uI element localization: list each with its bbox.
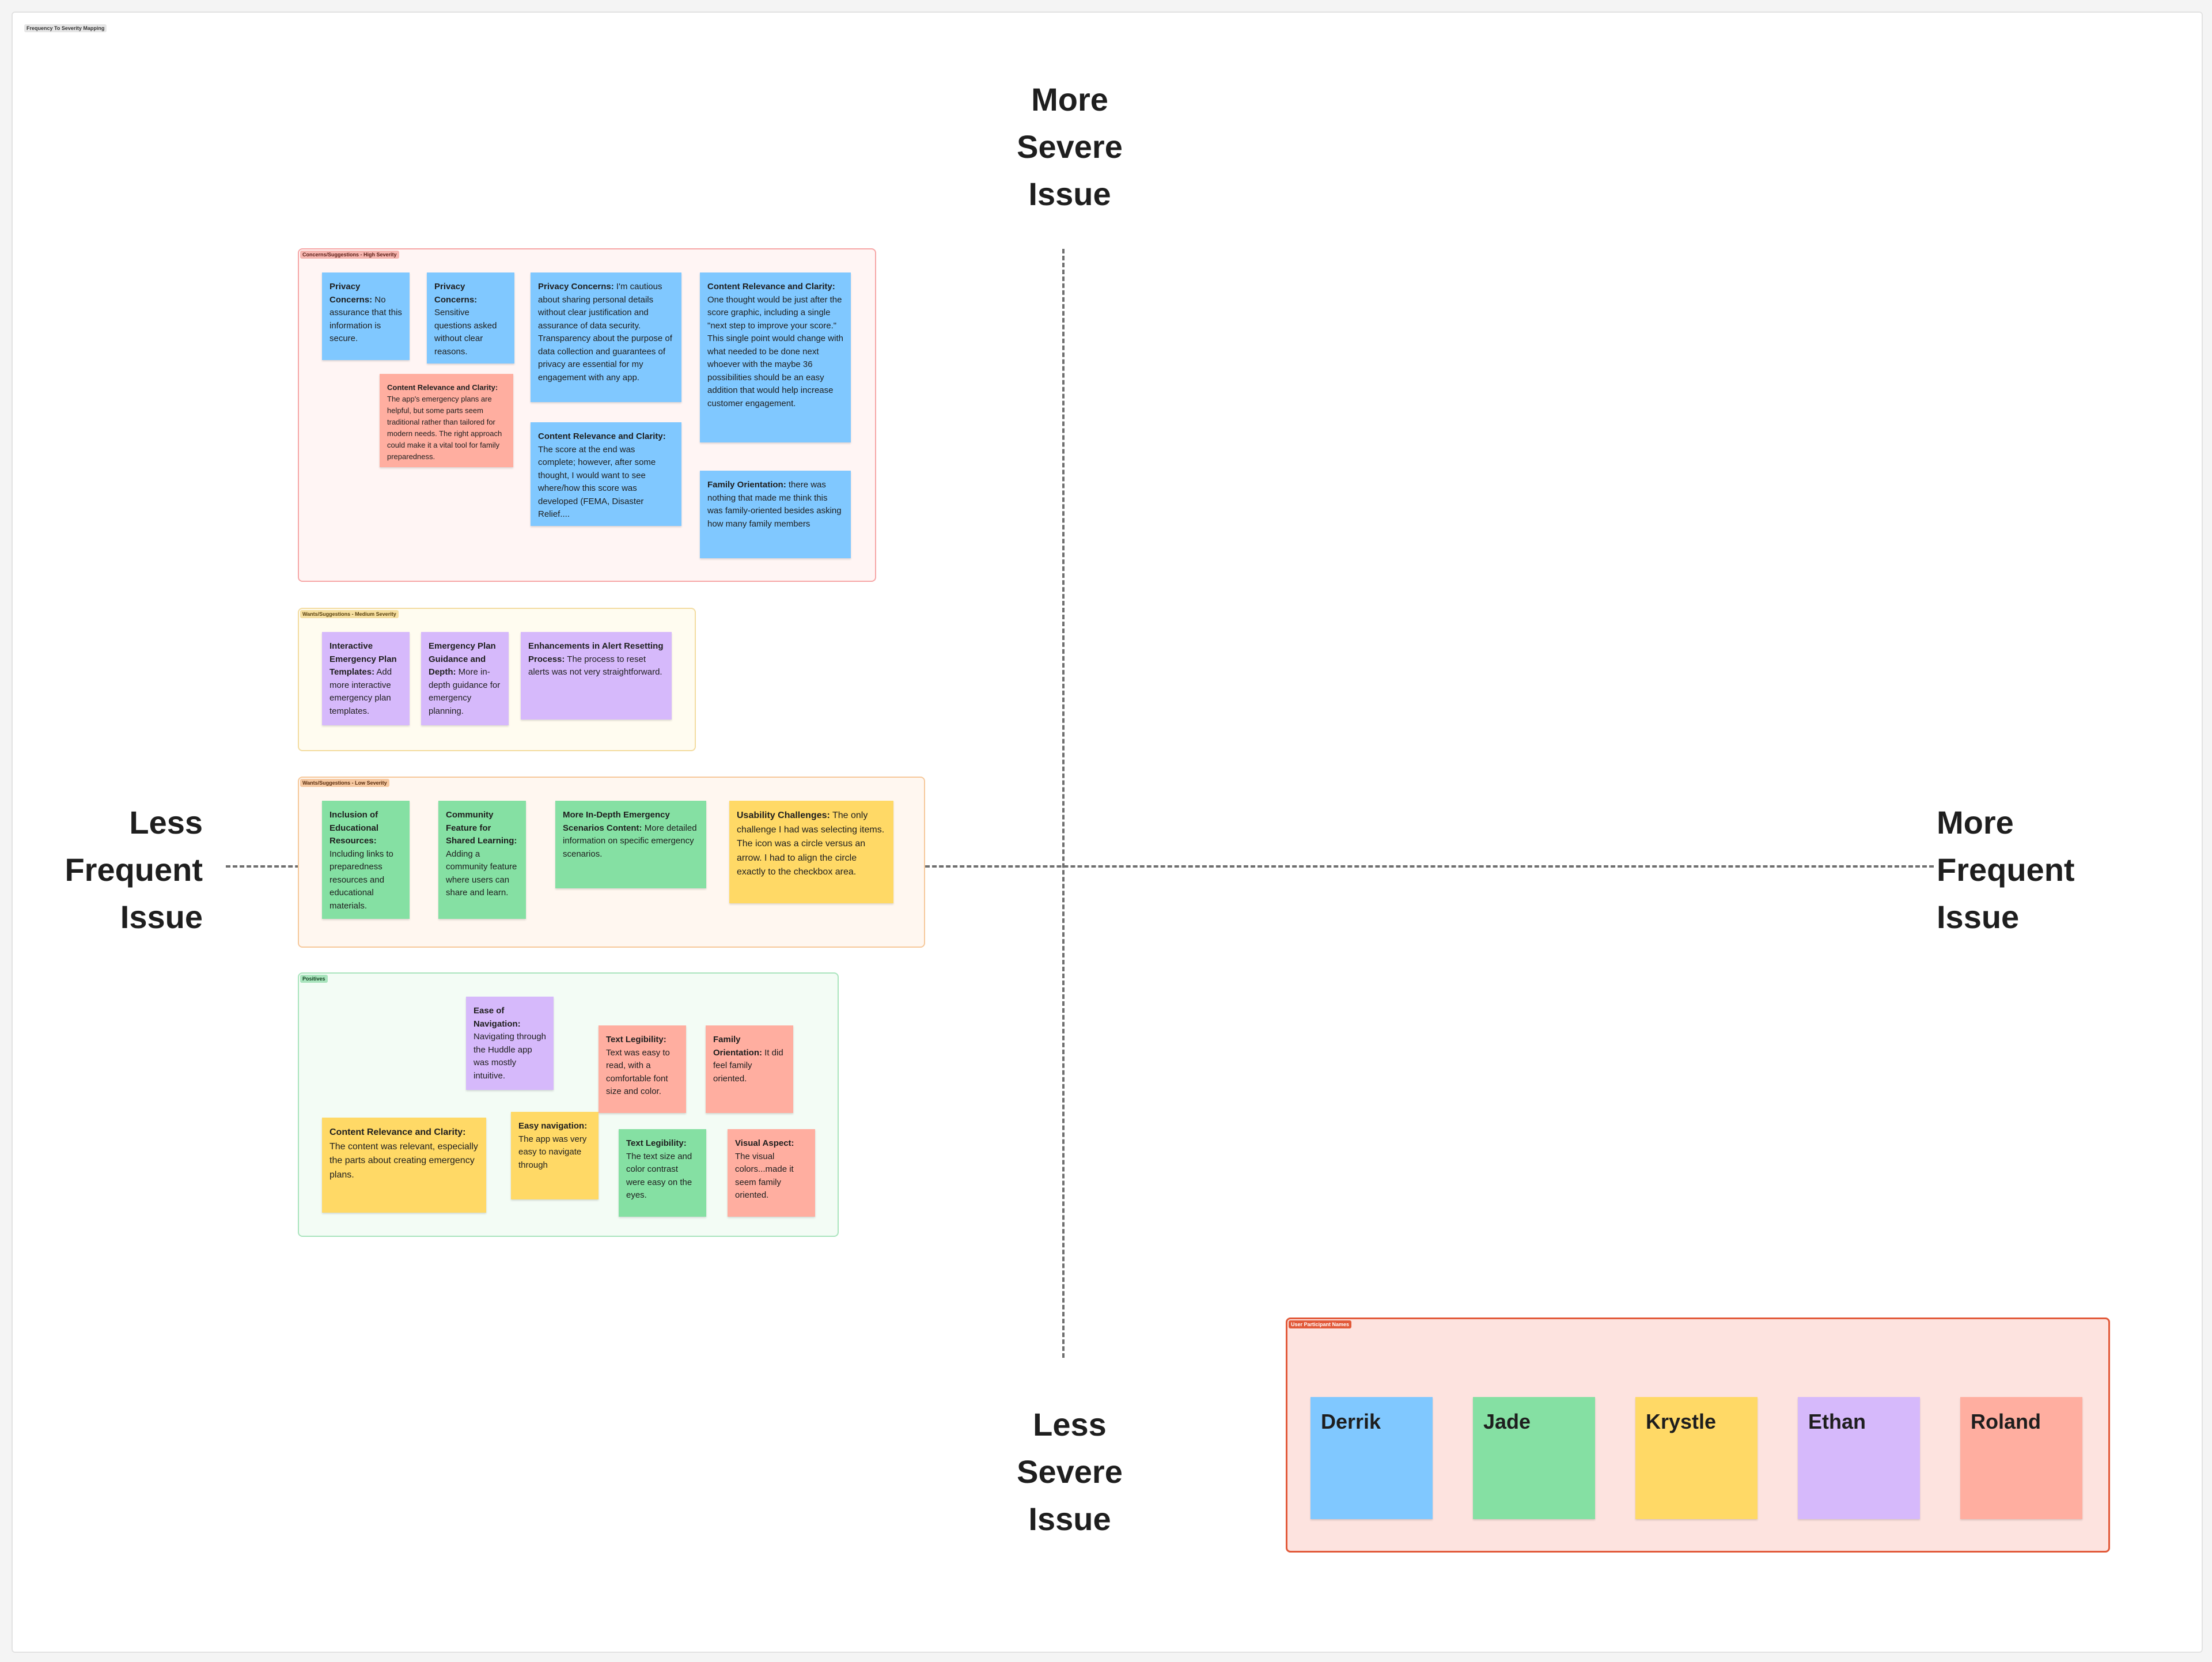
participants-frame[interactable]: User Participant Names Derrik Jade Kryst…	[1286, 1318, 2110, 1553]
note-title: Interactive Emergency Plan Templates:	[329, 641, 397, 677]
axis-left-line-1: Less	[129, 804, 203, 841]
note-body: The text size and color contrast were ea…	[626, 1151, 692, 1201]
note-body: More in-depth guidance for emergency pla…	[429, 667, 501, 716]
note-body: Adding a community feature where users c…	[446, 849, 517, 898]
note-body: there was nothing that made me think thi…	[707, 480, 842, 529]
sticky-note-low-3[interactable]: More In-Depth Emergency Scenarios Conten…	[555, 801, 706, 888]
note-body: Sensitive questions asked without clear …	[434, 308, 497, 357]
note-title: Content Relevance and Clarity:	[387, 383, 498, 392]
note-title: Enhancements in Alert Resetting Process:	[528, 641, 664, 664]
sticky-note-high-7[interactable]: Family Orientation: there was nothing th…	[700, 471, 851, 558]
sticky-note-high-1[interactable]: Privacy Concerns: No assurance that this…	[322, 272, 410, 360]
axis-left-label: Less Frequent Issue	[47, 799, 203, 941]
note-body: The only challenge I had was selecting i…	[737, 811, 885, 877]
axis-bottom-label: Less Severe Issue	[1006, 1401, 1133, 1543]
axis-bottom-line-1: Less	[1033, 1406, 1107, 1443]
axis-top-line-3: Issue	[1028, 176, 1111, 212]
participant-card-jade[interactable]: Jade	[1473, 1397, 1595, 1519]
note-body: The score at the end was complete; howev…	[538, 444, 656, 520]
low-severity-frame-label[interactable]: Wants/Suggestions - Low Severity	[300, 779, 389, 787]
sticky-note-low-4[interactable]: Usability Challenges: The only challenge…	[729, 801, 893, 903]
note-title: Content Relevance and Clarity:	[329, 1127, 466, 1137]
note-title: Family Orientation:	[713, 1035, 762, 1058]
note-body: Text was easy to read, with a comfortabl…	[606, 1047, 670, 1097]
sticky-note-high-6[interactable]: Content Relevance and Clarity: The score…	[531, 422, 681, 526]
note-title: Content Relevance and Clarity:	[538, 431, 666, 441]
sticky-note-positive-6[interactable]: Text Legibility: The text size and color…	[619, 1129, 706, 1217]
note-title: Ease of Navigation:	[474, 1006, 521, 1029]
participant-card-krystle[interactable]: Krystle	[1635, 1397, 1758, 1519]
medium-severity-frame-label[interactable]: Wants/Suggestions - Medium Severity	[300, 610, 399, 618]
note-title: Easy navigation:	[518, 1121, 588, 1131]
note-body: The content was relevant, especially the…	[329, 1141, 478, 1180]
whiteboard-canvas: Frequency To Severity Mapping More Sever…	[12, 12, 2203, 1653]
board-title[interactable]: Frequency To Severity Mapping	[24, 24, 107, 32]
axis-bottom-line-3: Issue	[1028, 1501, 1111, 1537]
sticky-note-high-3[interactable]: Privacy Concerns: I'm cautious about sha…	[531, 272, 681, 402]
note-title: Text Legibility:	[606, 1035, 666, 1044]
axis-right-line-3: Issue	[1937, 899, 2020, 935]
axis-right-label: More Frequent Issue	[1937, 799, 2109, 941]
sticky-note-positive-7[interactable]: Visual Aspect: The visual colors...made …	[728, 1129, 815, 1217]
axis-right-line-2: Frequent	[1937, 851, 2075, 888]
note-body: I'm cautious about sharing personal deta…	[538, 282, 672, 383]
note-title: Content Relevance and Clarity:	[707, 282, 835, 291]
note-title: Privacy Concerns:	[434, 282, 478, 305]
positives-frame-label[interactable]: Positives	[300, 975, 328, 983]
sticky-note-high-2[interactable]: Privacy Concerns: Sensitive questions as…	[427, 272, 514, 364]
axis-top-line-2: Severe	[1017, 128, 1123, 165]
axis-right-line-1: More	[1937, 804, 2014, 841]
note-body: The app was very easy to navigate throug…	[518, 1134, 587, 1170]
sticky-note-positive-3[interactable]: Family Orientation: It did feel family o…	[706, 1025, 793, 1113]
participant-card-derrik[interactable]: Derrik	[1310, 1397, 1433, 1519]
medium-severity-frame[interactable]: Wants/Suggestions - Medium Severity Inte…	[298, 608, 696, 751]
sticky-note-medium-3[interactable]: Enhancements in Alert Resetting Process:…	[521, 632, 672, 720]
low-severity-frame[interactable]: Wants/Suggestions - Low Severity Inclusi…	[298, 777, 925, 948]
sticky-note-positive-2[interactable]: Text Legibility: Text was easy to read, …	[599, 1025, 686, 1113]
participant-card-roland[interactable]: Roland	[1960, 1397, 2082, 1519]
note-body: One thought would be just after the scor…	[707, 294, 843, 408]
note-body: Add more interactive emergency plan temp…	[329, 667, 392, 716]
sticky-note-high-4[interactable]: Content Relevance and Clarity: One thoug…	[700, 272, 851, 442]
axis-top-line-1: More	[1031, 81, 1108, 118]
sticky-note-low-1[interactable]: Inclusion of Educational Resources: Incl…	[322, 801, 410, 919]
note-body: The app's emergency plans are helpful, b…	[387, 395, 502, 461]
sticky-note-medium-1[interactable]: Interactive Emergency Plan Templates: Ad…	[322, 632, 410, 725]
positives-frame[interactable]: Positives Ease of Navigation: Navigating…	[298, 972, 839, 1237]
note-body: The process to reset alerts was not very…	[528, 654, 662, 677]
sticky-note-positive-5[interactable]: Easy navigation: The app was very easy t…	[511, 1112, 599, 1199]
note-body: Navigating through the Huddle app was mo…	[474, 1032, 546, 1081]
severity-axis-line	[1062, 249, 1065, 1358]
note-title: Privacy Concerns:	[329, 282, 373, 305]
note-body: More detailed information on specific em…	[563, 823, 697, 859]
note-title: Usability Challenges:	[737, 811, 830, 820]
frequency-axis-line	[226, 865, 1934, 868]
note-title: Community Feature for Shared Learning:	[446, 810, 517, 846]
sticky-note-positive-1[interactable]: Ease of Navigation: Navigating through t…	[466, 997, 554, 1090]
axis-left-line-2: Frequent	[65, 851, 203, 888]
note-title: Visual Aspect:	[735, 1138, 794, 1148]
note-title: Privacy Concerns:	[538, 282, 614, 291]
note-body: Including links to preparedness resource…	[329, 849, 393, 911]
sticky-note-high-5[interactable]: Content Relevance and Clarity: The app's…	[380, 374, 513, 467]
note-body: No assurance that this information is se…	[329, 294, 402, 344]
note-body: The visual colors...made it seem family …	[735, 1151, 794, 1201]
sticky-note-medium-2[interactable]: Emergency Plan Guidance and Depth: More …	[421, 632, 509, 725]
note-title: Text Legibility:	[626, 1138, 687, 1148]
high-severity-frame-label[interactable]: Concerns/Suggestions - High Severity	[300, 251, 399, 259]
participants-frame-label[interactable]: User Participant Names	[1289, 1320, 1352, 1328]
note-title: Family Orientation:	[707, 480, 786, 490]
note-title: Inclusion of Educational Resources:	[329, 810, 379, 846]
participant-card-ethan[interactable]: Ethan	[1798, 1397, 1920, 1519]
note-title: Emergency Plan Guidance and Depth:	[429, 641, 496, 677]
axis-left-line-3: Issue	[120, 899, 203, 935]
sticky-note-low-2[interactable]: Community Feature for Shared Learning: A…	[438, 801, 526, 919]
note-title: More In-Depth Emergency Scenarios Conten…	[563, 810, 670, 833]
axis-bottom-line-2: Severe	[1017, 1453, 1123, 1490]
axis-top-label: More Severe Issue	[1006, 76, 1133, 218]
note-body: It did feel family oriented.	[713, 1047, 783, 1084]
high-severity-frame[interactable]: Concerns/Suggestions - High Severity Pri…	[298, 248, 876, 582]
sticky-note-positive-4[interactable]: Content Relevance and Clarity: The conte…	[322, 1118, 486, 1213]
